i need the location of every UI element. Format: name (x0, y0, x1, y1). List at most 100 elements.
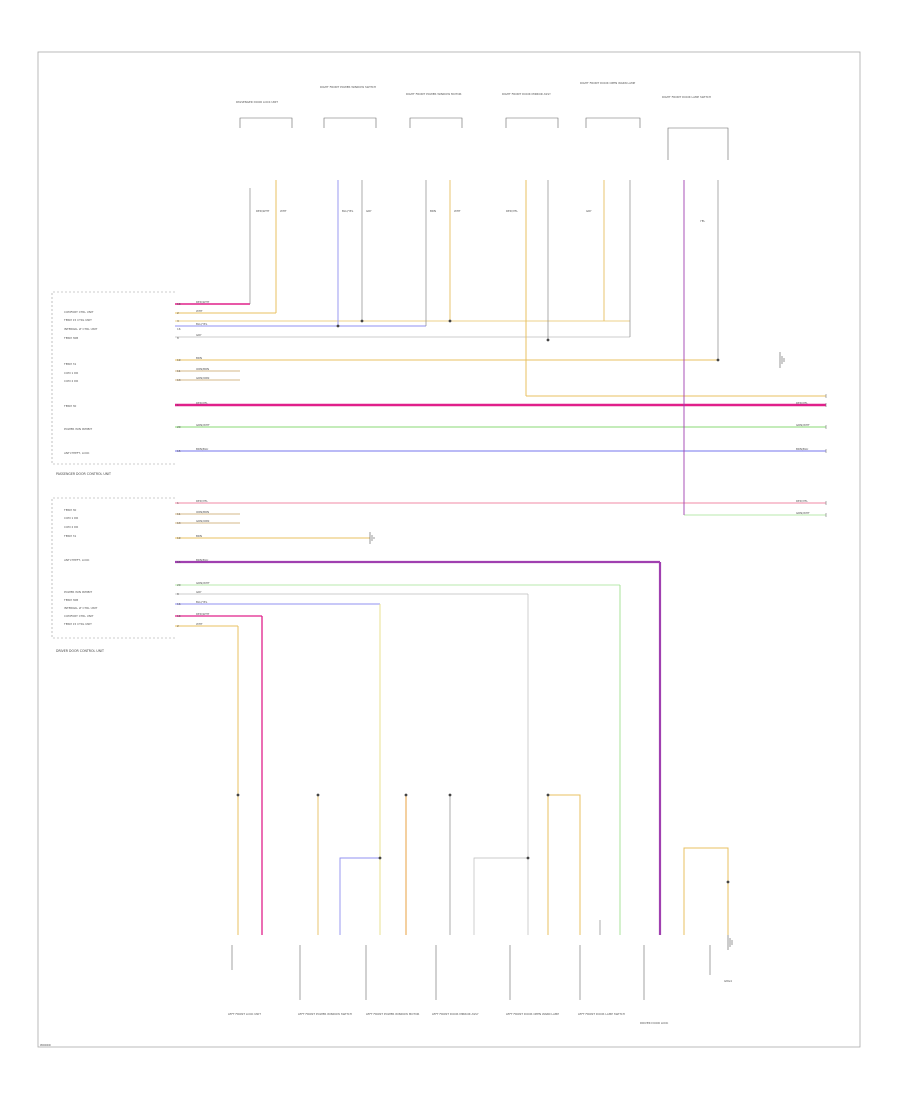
pin-number: 3 (177, 319, 179, 323)
passenger-connector-labels: COMFORT CTRL UNIT TERM 15 CTRL UNIT INTE… (63, 310, 98, 455)
top-component-boxes (239, 117, 729, 160)
driver-connector-labels: TERM 30 COM 1 DR COM 2 DR TERM 31 ANTI-T… (63, 508, 98, 626)
splice-dot (546, 793, 550, 797)
splice-dots (236, 319, 730, 884)
top-box-0 (239, 117, 293, 128)
wire-label: GRN/WHT (796, 423, 810, 427)
diagram-frame (37, 51, 861, 1048)
bottom-comp-6: DRIVER DOOR LOCK (640, 1021, 668, 1025)
wire-label: BRN (430, 209, 436, 213)
bottom-comp-1: LEFT FRONT POWER WINDOW SWITCH (298, 1012, 352, 1016)
bottom-comp-5: LEFT FRONT DOOR LAMP SWITCH (578, 1012, 625, 1016)
bottom-component-labels: LEFT FRONT LOCK UNIT LEFT FRONT POWER WI… (228, 979, 732, 1025)
footer-code: W0000 (40, 1043, 51, 1047)
pin-number: 1 (177, 403, 179, 407)
pin-number: 8 (177, 336, 179, 340)
wire-label: GRY (586, 209, 592, 213)
top-comp-2: RIGHT FRONT POWER WINDOW MOTOR (406, 92, 462, 96)
wire-label: RED/YEL (796, 401, 808, 405)
passenger-label-0: COMFORT CTRL UNIT (64, 310, 94, 314)
passenger-label-9: ANTI-THEFT, LOCK (64, 451, 90, 455)
splice-dot (526, 856, 530, 860)
wire-label: BRN (196, 356, 202, 360)
wire-label: WHT (280, 209, 287, 213)
pin-number: 2 (177, 311, 179, 315)
pin-number: 15 (177, 449, 181, 453)
wire-label: GRY (196, 333, 202, 337)
wire-label: GRY (196, 590, 202, 594)
wire-label: ORN/BRN (196, 510, 209, 514)
driver-label-5: POWER WIN INHIBIT (64, 590, 92, 594)
wire-label: RED/YEL (506, 209, 518, 213)
top-box-4 (585, 117, 641, 128)
wire-label: BLU/YEL (342, 209, 354, 213)
wire-label: BLU/YEL (196, 322, 208, 326)
pin-number: 18 (177, 614, 181, 618)
pin-numbers: 18 2 3 16 8 19 11 13 1 20 15 1 11 13 19 … (177, 302, 181, 628)
driver-label-0: TERM 30 (63, 508, 77, 512)
wire-label: GRY (366, 209, 372, 213)
top-comp-4: RIGHT FRONT DOOR OPEN WARN LAMP (580, 81, 636, 85)
wire-label: WHT (454, 209, 461, 213)
wire-label: RED/YEL (196, 401, 208, 405)
bottom-comp-3: LEFT FRONT DOOR MIRROR ASSY (432, 1012, 479, 1016)
splice-dot (336, 324, 340, 328)
bwire-4b (547, 794, 581, 935)
top-box-3 (505, 117, 559, 128)
wire-label: BLU/YEL (196, 600, 208, 604)
splice-dot (546, 338, 550, 342)
driver-label-1: COM 1 DR (64, 516, 78, 520)
passenger-label-1: TERM 15 CTRL UNIT (63, 318, 92, 322)
driver-label-4: ANTI-THEFT, LOCK (64, 558, 90, 562)
wire-label: RED/WHT (256, 209, 270, 213)
driver-label-9: TERM 15 CTRL UNIT (63, 622, 92, 626)
wire-label: RED/WHT (196, 300, 210, 304)
wire-label: GRN/ORN (196, 376, 209, 380)
pin-number: 13 (177, 378, 181, 382)
wire-label: RED/YEL (796, 499, 808, 503)
bottom-comp-7: G8G4 (724, 979, 732, 983)
ground-symbols (369, 352, 785, 950)
top-comp-1: RIGHT FRONT POWER WINDOW SWITCH (320, 85, 376, 89)
pin-number: 18 (177, 302, 181, 306)
wire-label: GRN/WHT (196, 423, 210, 427)
pin-number: 19 (177, 358, 181, 362)
pin-number: 8 (177, 592, 179, 596)
splice-dot (360, 319, 364, 323)
wire-label: RED/WHT (196, 612, 210, 616)
wire-label: WHT (196, 622, 203, 626)
wire-label: WHT (196, 309, 203, 313)
passenger-unit-box (51, 291, 175, 465)
passenger-unit-label: PASSENGER DOOR CONTROL UNIT (56, 472, 111, 476)
bottom-connector-marks (231, 945, 711, 1000)
wire-label: GRN/WHT (196, 581, 210, 585)
passenger-label-3: TERM 30B (63, 336, 78, 340)
bottom-comp-4: LEFT FRONT DOOR OPEN WARN LAMP (506, 1012, 559, 1016)
passenger-label-7: TERM 30 (63, 404, 77, 408)
driver-bus-wires (175, 502, 826, 627)
pin-number: 16 (177, 602, 181, 606)
top-comp-0: PASSENGER DOOR LOCK UNIT (236, 100, 278, 104)
splice-dot (378, 856, 382, 860)
ground-icon (369, 532, 375, 544)
bottom-comp-0: LEFT FRONT LOCK UNIT (228, 1012, 261, 1016)
wire-label: ORN/BRN (196, 367, 209, 371)
top-vertical-wires (249, 180, 719, 515)
driver-label-2: COM 2 DR (64, 525, 78, 529)
pin-number: 19 (177, 536, 181, 540)
splice-dot (316, 793, 320, 797)
wire-label: BRN/BLU (196, 558, 208, 562)
pin-number: 20 (177, 583, 181, 587)
top-component-labels: PASSENGER DOOR LOCK UNIT RIGHT FRONT POW… (236, 81, 711, 104)
wire-label: GRN/ORN (196, 519, 209, 523)
pin-number: 11 (177, 512, 181, 516)
ground-icon (727, 935, 733, 950)
driver-unit-box (51, 497, 175, 639)
splice-dot (716, 358, 720, 362)
pin-number: 11 (177, 369, 181, 373)
pin-number: 2 (177, 624, 179, 628)
passenger-label-4: TERM 31 (63, 362, 77, 366)
wire-label: RED/YEL (196, 499, 208, 503)
driver-label-7: INTERNAL LT CTRL UNIT (64, 606, 98, 610)
passenger-label-5: COM 1 DR (64, 371, 78, 375)
